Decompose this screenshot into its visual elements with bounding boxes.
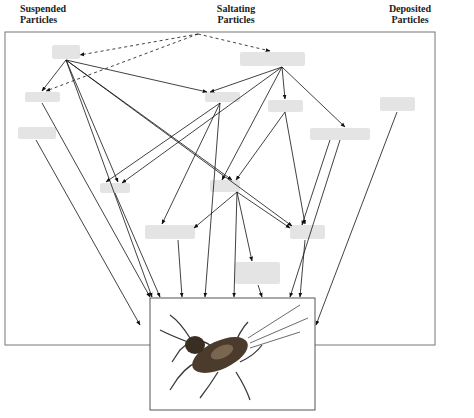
- column-heading: Saltating Particles: [206, 3, 266, 25]
- column-heading: Suspended Particles: [20, 3, 80, 25]
- dashed-arrows: [46, 34, 270, 91]
- arrows: [36, 60, 397, 325]
- column-heading: Deposited Particles: [380, 3, 440, 25]
- blank-boxes: [18, 45, 415, 284]
- nymph-illustration: [150, 298, 315, 410]
